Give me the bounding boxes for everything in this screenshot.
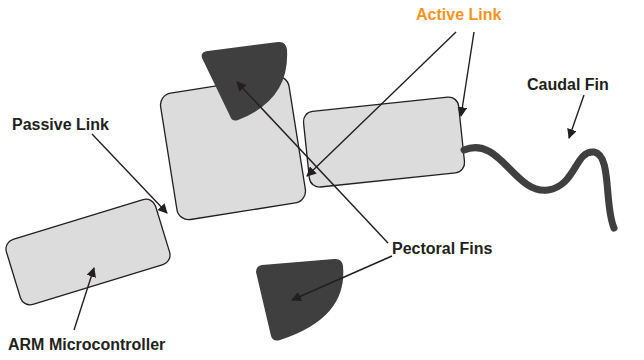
passive-body-link [3,197,172,308]
caudal-fin-label: Caudal Fin [527,76,609,94]
leader-arrows [74,32,584,330]
caudal-fin [464,148,614,228]
active-link-label: Active Link [416,6,501,24]
pectoral-fins-label: Pectoral Fins [392,240,492,258]
pectoral-fin-top [202,42,288,121]
microcontroller-label: ARM Microcontroller [8,336,165,354]
passive-link-label: Passive Link [12,116,109,134]
active-tail-link [302,96,465,188]
pectoral-fin-bottom [256,259,343,341]
